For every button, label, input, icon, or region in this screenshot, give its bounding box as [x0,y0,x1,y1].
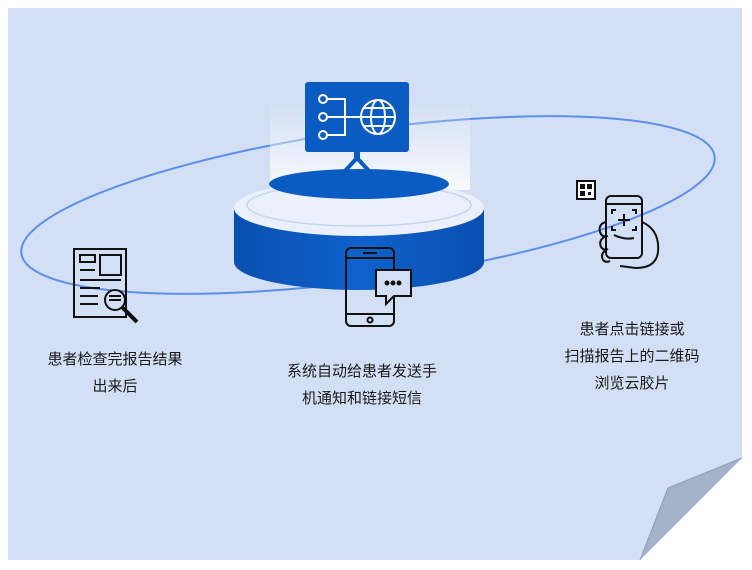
smartphone-chat-icon [345,247,412,327]
phone-scan-qr-icon [576,180,660,270]
step-label-line: 系统自动给患者发送手 [286,362,437,380]
step-label-line: 出来后 [92,377,138,395]
monitor-network-icon [305,82,409,174]
step-label-view-cloud-film: 患者点击链接或 扫描报告上的二维码 浏览云胶片 [532,316,732,397]
medical-report-search-icon [73,248,139,324]
step-label-report-ready: 患者检查完报告结果 出来后 [20,346,210,400]
step-label-line: 机通知和链接短信 [301,389,422,407]
step-label-line: 患者点击链接或 [579,320,685,338]
step-label-sms-notification: 系统自动给患者发送手 机通知和链接短信 [262,358,462,412]
step-label-line: 患者检查完报告结果 [47,350,183,368]
step-label-line: 扫描报告上的二维码 [564,347,700,365]
step-label-line: 浏览云胶片 [594,374,670,392]
